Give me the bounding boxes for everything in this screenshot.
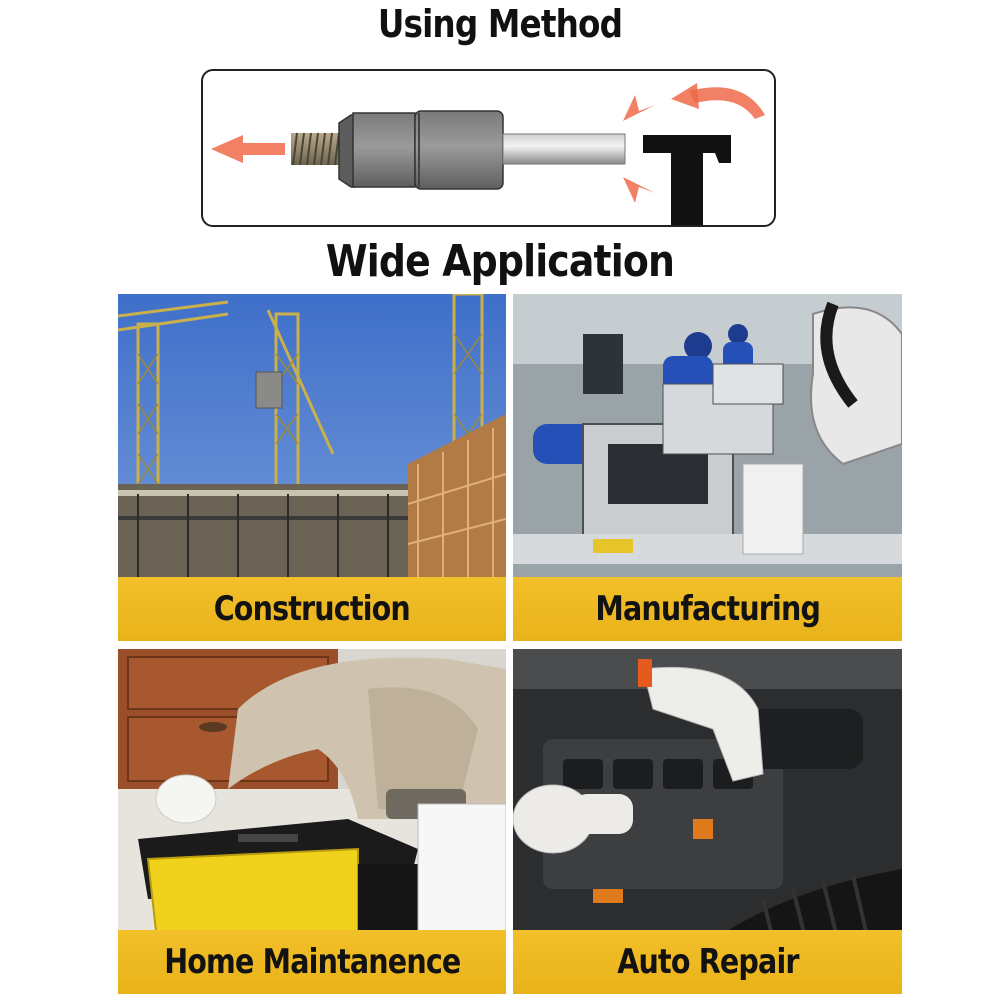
impact-arrow-icon [623, 95, 655, 203]
curved-arrow-icon [671, 83, 765, 119]
application-label: Auto Repair [616, 942, 799, 982]
application-panel-manufacturing: Manufacturing [513, 294, 902, 641]
application-banner: Construction [118, 577, 506, 641]
application-panel-home-maintanence: Home Maintanence [118, 649, 506, 994]
using-method-diagram [201, 69, 776, 227]
application-panel-auto-repair: Auto Repair [513, 649, 902, 994]
application-banner: Auto Repair [513, 930, 902, 994]
application-panel-construction: Construction [118, 294, 506, 641]
socket-extractor-graphic [338, 110, 504, 190]
application-label: Construction [213, 589, 411, 629]
bolt-graphic [291, 132, 340, 166]
extension-bar-graphic [502, 133, 626, 165]
using-method-title: Using Method [377, 2, 623, 46]
application-banner: Manufacturing [513, 577, 902, 641]
hammer-icon [643, 135, 731, 225]
application-banner: Home Maintanence [118, 930, 506, 994]
left-arrow-icon [211, 135, 285, 163]
wide-application-title: Wide Application [325, 236, 675, 287]
application-label: Manufacturing [595, 589, 821, 629]
application-label: Home Maintanence [163, 942, 461, 982]
